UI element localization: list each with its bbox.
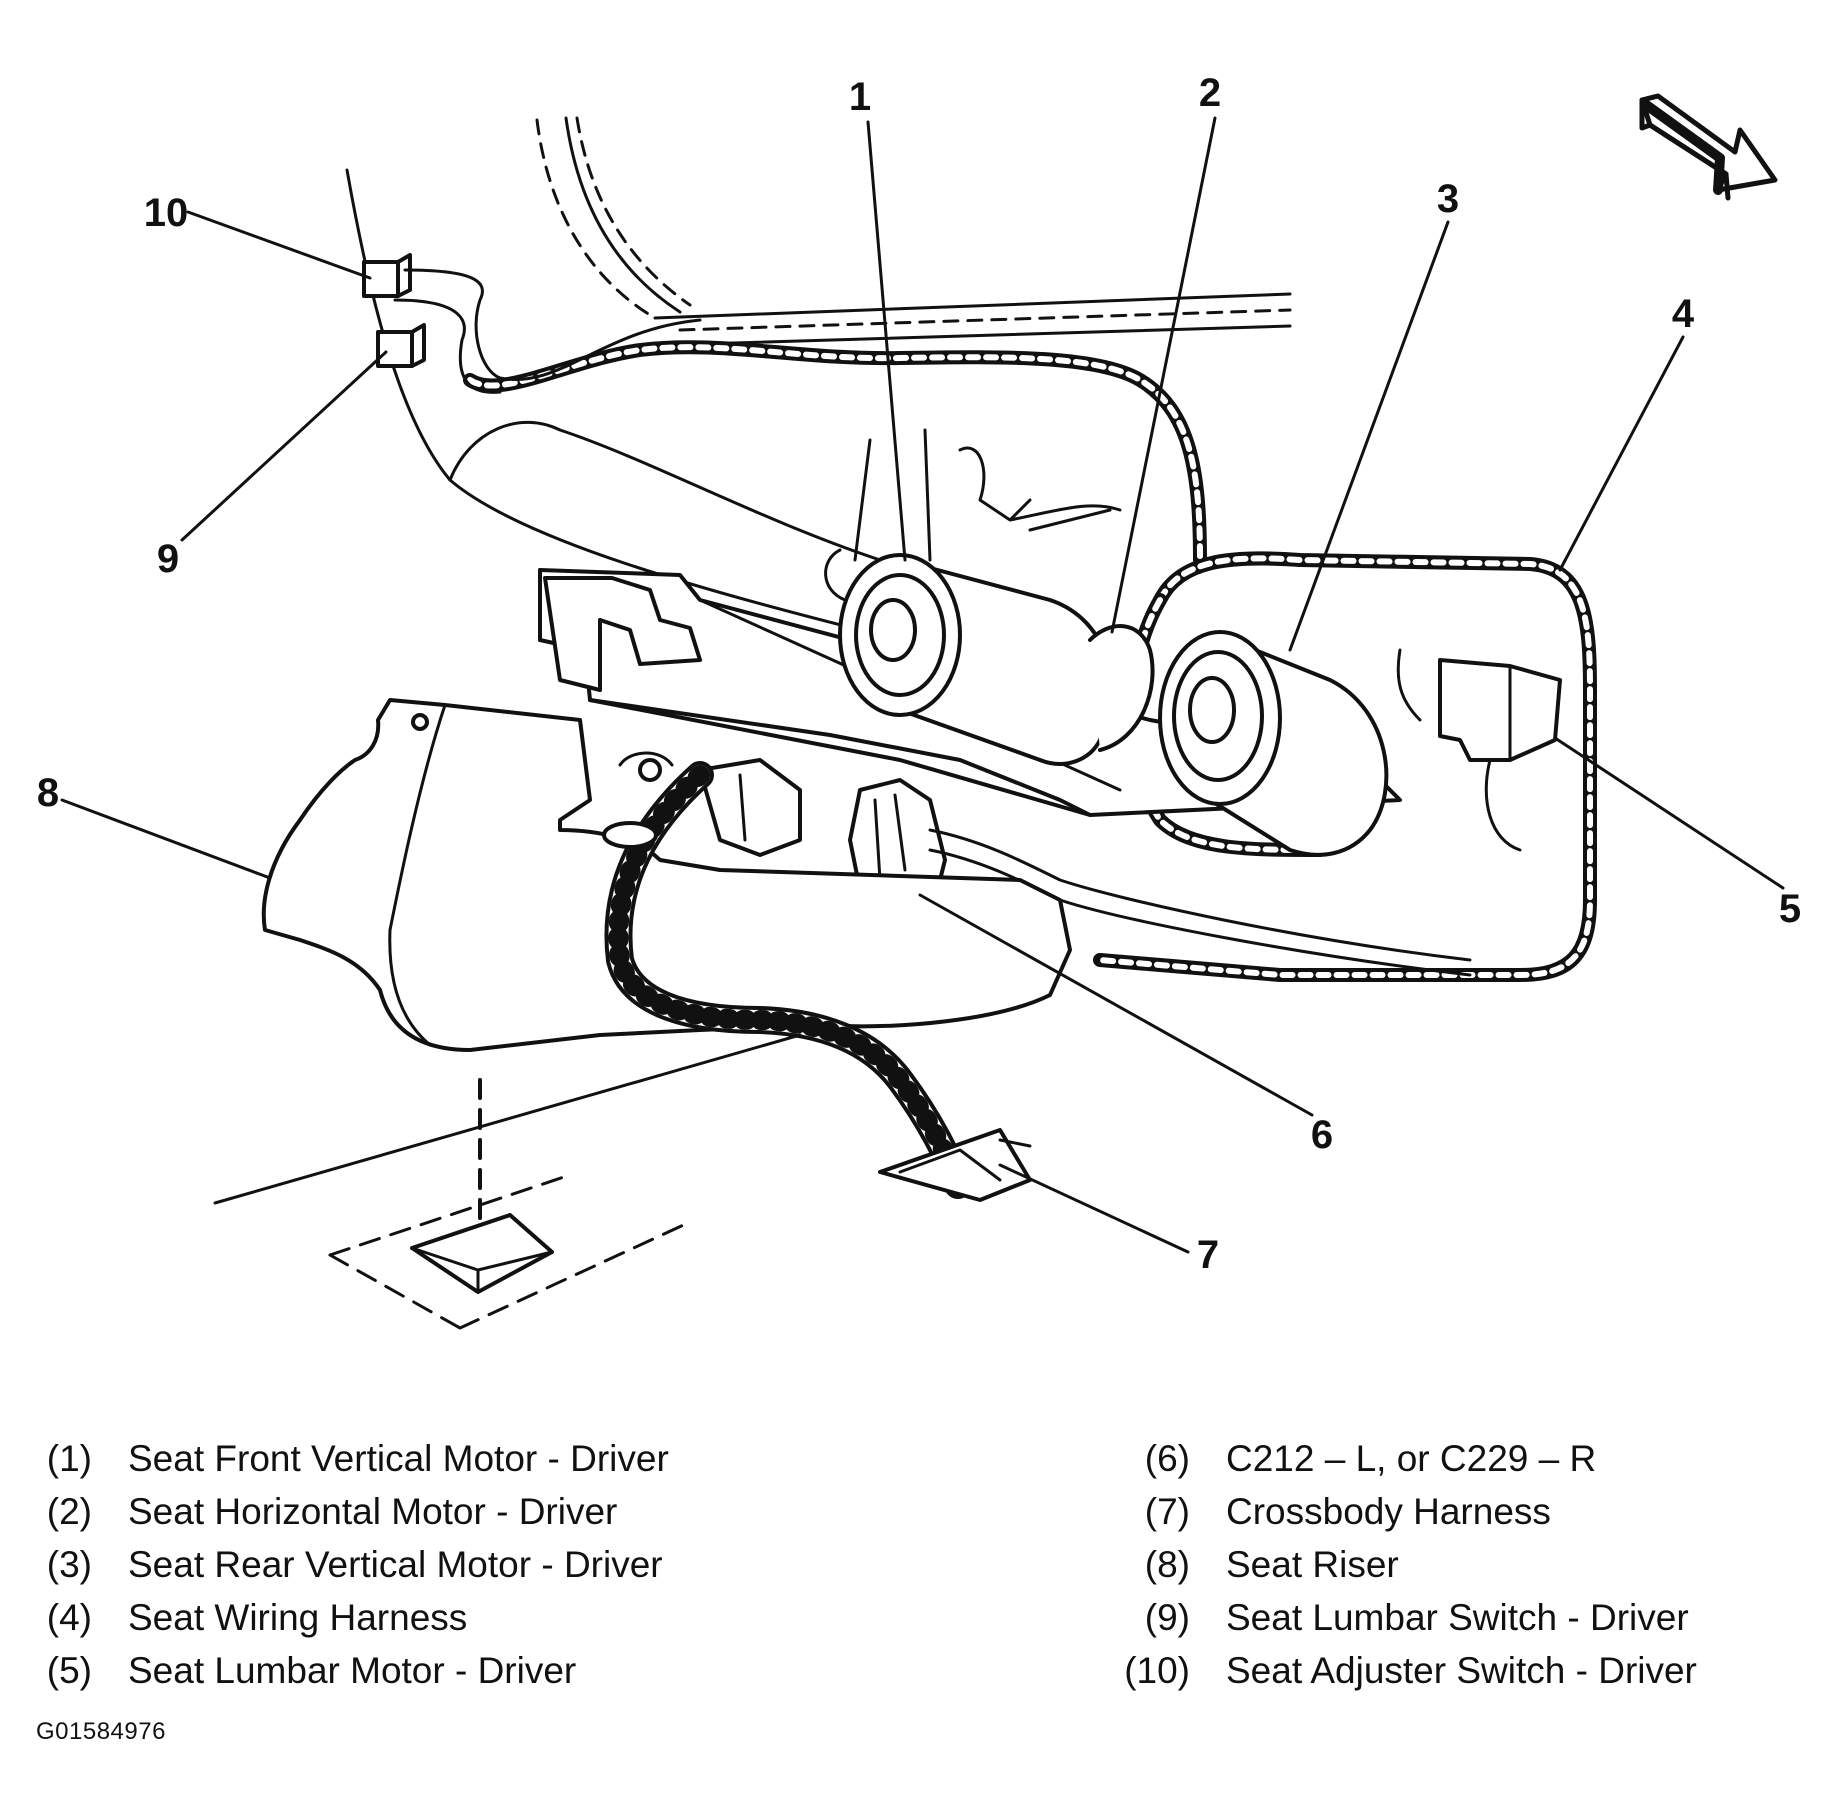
seat-lumbar-switch	[376, 323, 426, 368]
callout-7: 7	[1197, 1233, 1219, 1277]
legend-number: (10)	[1124, 1650, 1190, 1691]
legend-item: (8) Seat Riser	[1112, 1538, 1697, 1591]
legend-number: (4)	[46, 1597, 92, 1638]
floor-pass-through	[213, 1033, 1032, 1330]
callout-10: 10	[144, 191, 189, 235]
callout-8: 8	[37, 771, 59, 815]
legend-right-column: (6) C212 – L, or C229 – R (7) Crossbody …	[1112, 1432, 1697, 1697]
legend-label: Seat Front Vertical Motor - Driver	[128, 1438, 669, 1479]
vehicle-body-outline	[535, 116, 1292, 346]
legend-label: Seat Horizontal Motor - Driver	[128, 1491, 618, 1532]
callout-leaders	[60, 116, 1785, 1254]
legend-label: Seat Lumbar Switch - Driver	[1226, 1597, 1689, 1638]
legend-label: Seat Riser	[1226, 1544, 1399, 1585]
seat-rear-vertical-motor	[1158, 630, 1389, 857]
callout-3: 3	[1437, 177, 1459, 221]
seat-lumbar-motor	[1396, 648, 1562, 852]
front-direction-arrow-icon	[1639, 93, 1778, 201]
legend-item: (5) Seat Lumbar Motor - Driver	[36, 1644, 669, 1697]
legend-number: (3)	[46, 1544, 92, 1585]
legend-item: (9) Seat Lumbar Switch - Driver	[1112, 1591, 1697, 1644]
seat-adjuster-switch	[362, 253, 412, 298]
callout-1: 1	[849, 75, 871, 119]
legend-number: (5)	[46, 1650, 92, 1691]
switch-harness	[345, 168, 902, 642]
legend-item: (4) Seat Wiring Harness	[36, 1591, 669, 1644]
legend-number: (8)	[1144, 1544, 1190, 1585]
crossbody-harness	[602, 761, 972, 1199]
legend-label: Seat Rear Vertical Motor - Driver	[128, 1544, 663, 1585]
seat-riser	[261, 698, 1072, 1052]
legend-number: (1)	[46, 1438, 92, 1479]
legend-item: (10) Seat Adjuster Switch - Driver	[1112, 1644, 1697, 1697]
callout-6: 6	[1311, 1113, 1333, 1157]
legend-label: Crossbody Harness	[1226, 1491, 1551, 1532]
legend-label: Seat Lumbar Motor - Driver	[128, 1650, 577, 1691]
legend-number: (2)	[46, 1491, 92, 1532]
legend-item: (6) C212 – L, or C229 – R	[1112, 1432, 1697, 1485]
legend-label: Seat Adjuster Switch - Driver	[1226, 1650, 1697, 1691]
legend-left-column: (1) Seat Front Vertical Motor - Driver (…	[36, 1432, 669, 1697]
figure-id: G01584976	[36, 1718, 166, 1745]
legend-label: Seat Wiring Harness	[128, 1597, 468, 1638]
legend-item: (2) Seat Horizontal Motor - Driver	[36, 1485, 669, 1538]
legend-label: C212 – L, or C229 – R	[1226, 1438, 1597, 1479]
callout-9: 9	[157, 537, 179, 581]
seat-front-vertical-motor	[838, 553, 1114, 766]
callout-5: 5	[1779, 887, 1801, 931]
callout-4: 4	[1672, 292, 1695, 336]
legend-item: (7) Crossbody Harness	[1112, 1485, 1697, 1538]
legend-number: (6)	[1144, 1438, 1190, 1479]
legend-number: (9)	[1144, 1597, 1190, 1638]
legend-item: (1) Seat Front Vertical Motor - Driver	[36, 1432, 669, 1485]
seat-bracket	[824, 428, 1122, 602]
legend-number: (7)	[1144, 1491, 1190, 1532]
callout-2: 2	[1199, 71, 1221, 115]
seat-component-diagram: 1 2 3 4 5 6 7 8 9 10	[37, 71, 1801, 1330]
legend-item: (3) Seat Rear Vertical Motor - Driver	[36, 1538, 669, 1591]
